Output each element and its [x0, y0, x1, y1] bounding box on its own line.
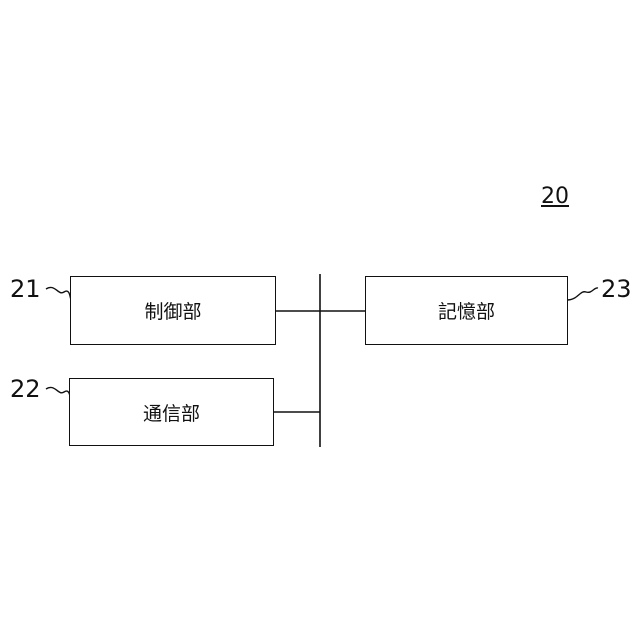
control-unit-label: 制御部 [144, 297, 201, 324]
ref-number-21: 21 [10, 277, 41, 301]
storage-unit-box: 記憶部 [365, 276, 568, 345]
ref-number-23: 23 [601, 277, 632, 301]
storage-unit-label: 記憶部 [438, 297, 495, 324]
leader-23 [567, 288, 598, 300]
leader-22 [46, 387, 71, 401]
communication-unit-box: 通信部 [69, 378, 274, 446]
control-unit-box: 制御部 [70, 276, 276, 345]
ref-number-22: 22 [10, 377, 41, 401]
leader-21 [46, 287, 71, 300]
figure-reference-number: 20 [541, 186, 569, 208]
communication-unit-label: 通信部 [143, 399, 200, 426]
